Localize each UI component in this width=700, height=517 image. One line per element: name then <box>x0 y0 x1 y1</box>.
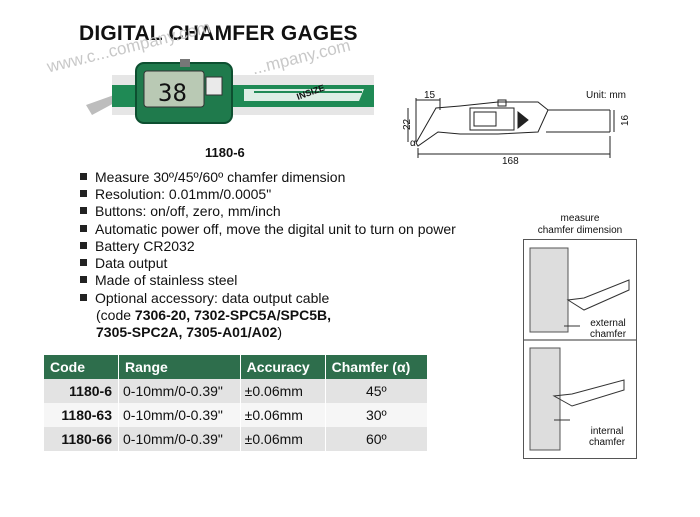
feature-item: Buttons: on/off, zero, mm/inch <box>80 203 281 220</box>
cell-accuracy: ±0.06mm <box>240 403 326 427</box>
cell-range: 0-10mm/0-0.39" <box>118 427 241 451</box>
cell-code: 1180-63 <box>44 403 119 427</box>
col-header-chamfer: Chamfer (α) <box>325 355 429 379</box>
bullet-icon <box>80 207 87 214</box>
measure-caption: measure chamfer dimension <box>537 213 623 236</box>
dim-16: 16 <box>620 114 631 126</box>
feature-item: Optional accessory: data output cable <box>80 290 329 307</box>
cell-code: 1180-6 <box>44 379 119 403</box>
measure-diagram: external chamfer internal chamfer <box>523 239 637 459</box>
feature-item: Resolution: 0.01mm/0.0005" <box>80 186 271 203</box>
feature-item: Measure 30º/45º/60º chamfer dimension <box>80 169 345 186</box>
dim-15: 15 <box>424 90 436 101</box>
cell-range: 0-10mm/0-0.39" <box>118 403 241 427</box>
bullet-icon <box>80 173 87 180</box>
cell-code: 1180-66 <box>44 427 119 451</box>
spec-table: Code Range Accuracy Chamfer (α) 1180-6 0… <box>44 355 429 451</box>
unit-label: Unit: mm <box>586 90 626 101</box>
col-header-code: Code <box>44 355 119 379</box>
cell-chamfer: 60º <box>325 427 429 451</box>
dim-168: 168 <box>502 156 519 167</box>
feature-item: Battery CR2032 <box>80 238 195 255</box>
bullet-icon <box>80 294 87 301</box>
feature-item: Data output <box>80 255 167 272</box>
bullet-icon <box>80 242 87 249</box>
bullet-icon <box>80 276 87 283</box>
bullet-icon <box>80 225 87 232</box>
feature-item: Automatic power off, move the digital un… <box>80 221 456 238</box>
page-title: DIGITAL CHAMFER GAGES <box>79 22 358 45</box>
display-digits: 38 <box>158 79 187 107</box>
col-header-accuracy: Accuracy <box>240 355 326 379</box>
cell-chamfer: 45º <box>325 379 429 403</box>
dim-22: 22 <box>402 118 413 130</box>
table-row: 1180-6 0-10mm/0-0.39" ±0.06mm 45º <box>44 379 429 403</box>
technical-drawing: 15 22 16 168 α <box>402 90 631 167</box>
cell-accuracy: ±0.06mm <box>240 427 326 451</box>
internal-chamfer-label: internal chamfer <box>588 426 626 448</box>
model-caption: 1180-6 <box>205 145 245 160</box>
cell-range: 0-10mm/0-0.39" <box>118 379 241 403</box>
feature-item: Made of stainless steel <box>80 272 237 289</box>
cell-accuracy: ±0.06mm <box>240 379 326 403</box>
accessory-codes-line1: (code 7306-20, 7302-SPC5A/SPC5B, <box>96 307 332 323</box>
bullet-icon <box>80 190 87 197</box>
table-row: 1180-66 0-10mm/0-0.39" ±0.06mm 60º <box>44 427 429 451</box>
external-chamfer-label: external chamfer <box>589 318 627 340</box>
product-image: 38 INSIZE <box>86 59 374 124</box>
table-row: 1180-63 0-10mm/0-0.39" ±0.06mm 30º <box>44 403 429 427</box>
accessory-codes-line2: 7305-SPC2A, 7305-A01/A02) <box>96 324 283 340</box>
bullet-icon <box>80 259 87 266</box>
table-header-row: Code Range Accuracy Chamfer (α) <box>44 355 429 379</box>
cell-chamfer: 30º <box>325 403 429 427</box>
col-header-range: Range <box>118 355 241 379</box>
alpha-symbol: α <box>410 138 416 149</box>
